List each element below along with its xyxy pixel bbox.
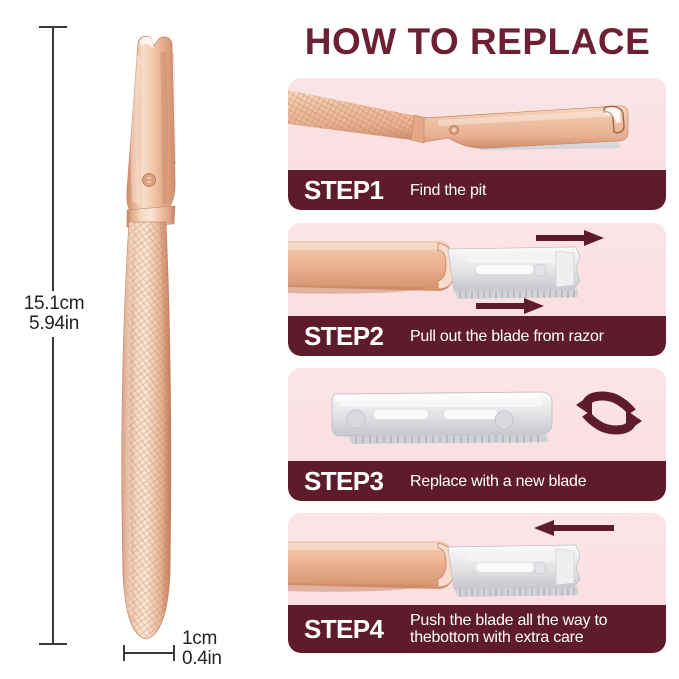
- step-4-text-line2: thebottom with extra care: [410, 629, 584, 646]
- blade-hole-left: [346, 409, 366, 429]
- step-2-text: Pull out the blade from razor: [410, 327, 604, 345]
- razor-pit-notch: [140, 36, 154, 48]
- width-measure-cap-left: [123, 645, 125, 661]
- width-measurement-label: 1cm 0.4in: [182, 629, 222, 669]
- blade-inserted-svg: [288, 520, 614, 597]
- step-4-number: STEP4: [304, 613, 384, 644]
- blade-cartridge: [447, 246, 581, 299]
- blade-cartridge: [331, 391, 553, 444]
- height-label-in: 5.94in: [29, 313, 79, 334]
- swap-arrow-head-left: [576, 394, 592, 416]
- razor-collar: [410, 114, 428, 144]
- step-4-text-line1: Push the blade all the way to: [410, 612, 608, 629]
- height-measurement-label: 15.1cm 5.94in: [8, 291, 100, 337]
- blade-hole-right: [494, 410, 514, 430]
- step-3-text: Replace with a new blade: [410, 472, 587, 490]
- blade-sliding-out-svg: [288, 230, 604, 314]
- step-1-bar: STEP1 Find the pit: [288, 170, 666, 210]
- step-3-number: STEP3: [304, 465, 384, 496]
- razor-body: [288, 541, 451, 589]
- step-3-illustration: [288, 368, 666, 461]
- blade-cartridge: [447, 544, 581, 597]
- step-1-number: STEP1: [304, 174, 384, 205]
- arrow-right-bottom: [476, 298, 544, 314]
- page-title: HOW TO REPLACE: [304, 21, 651, 62]
- step-2-bar: STEP2 Pull out the blade from razor: [288, 316, 666, 356]
- width-measure-cap-right: [173, 645, 175, 661]
- width-label-cm: 1cm: [182, 628, 217, 649]
- step-2-number: STEP2: [304, 320, 384, 351]
- razor-handle-knurl-texture: [121, 222, 171, 639]
- product-panel: 15.1cm 5.94in 1cm 0.4in: [0, 0, 276, 679]
- step-card-3: STEP3 Replace with a new blade: [288, 368, 666, 501]
- instructions-panel: HOW TO REPLACE: [276, 0, 679, 679]
- step-2-illustration: [288, 223, 666, 316]
- swap-cycle-arrows-icon: [581, 391, 637, 435]
- step-card-2: STEP2 Pull out the blade from razor: [288, 223, 666, 356]
- razor-product-image: [96, 14, 206, 650]
- width-label-in: 0.4in: [182, 648, 222, 669]
- pit-notch: [606, 107, 621, 123]
- replacement-blade-svg: [331, 391, 642, 444]
- height-measure-cap-top: [39, 26, 67, 28]
- step-3-bar: STEP3 Replace with a new blade: [288, 461, 666, 501]
- width-measurement-line: [123, 645, 175, 661]
- arrow-right-top: [536, 230, 604, 246]
- razor-body: [288, 241, 451, 291]
- swap-arrow-head-right: [626, 410, 642, 432]
- razor-product-svg: [121, 35, 176, 640]
- step-4-illustration: [288, 513, 666, 605]
- height-measure-cap-bottom: [39, 643, 67, 645]
- step-card-1: STEP1 Find the pit: [288, 78, 666, 210]
- step-1-text: Find the pit: [410, 181, 487, 199]
- razor-head: [423, 105, 629, 149]
- step-1-illustration: [288, 78, 666, 170]
- arrow-left: [534, 520, 614, 536]
- height-label-cm: 15.1cm: [23, 293, 85, 314]
- razor-head-with-pit-notch-svg: [288, 90, 629, 150]
